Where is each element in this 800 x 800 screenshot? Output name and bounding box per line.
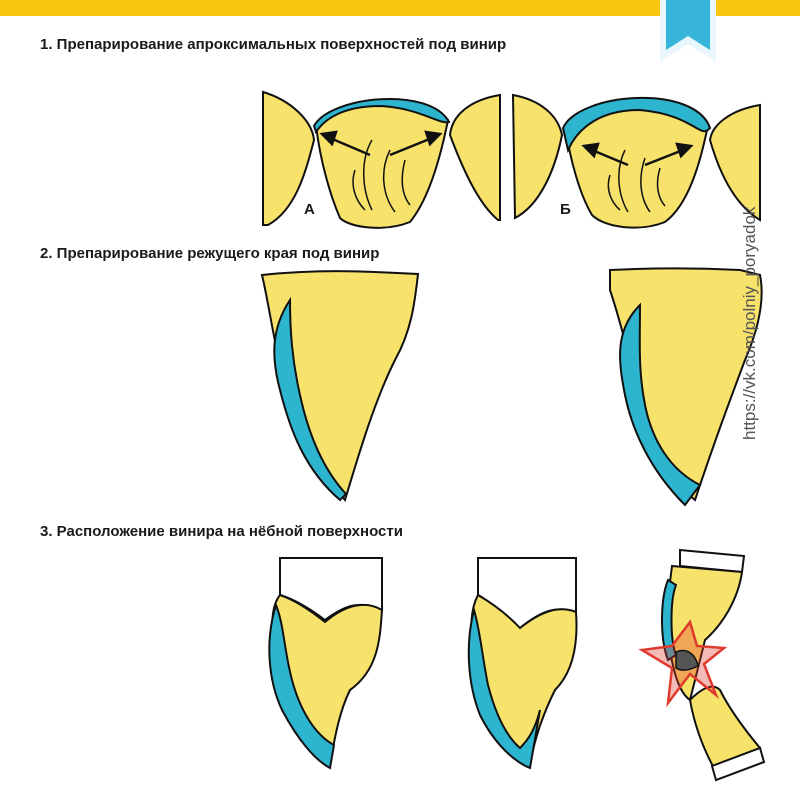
source-watermark: https://vk.com/polniy_poryadok xyxy=(740,207,760,440)
palatal-veneer-1 xyxy=(269,558,382,768)
incisal-prep-right xyxy=(610,269,762,506)
proximal-prep-figure-a xyxy=(263,92,500,228)
palatal-veneer-2 xyxy=(469,558,577,768)
proximal-prep-figure-b xyxy=(513,95,760,228)
incisal-prep-left xyxy=(262,271,418,500)
label-b: Б xyxy=(560,201,571,218)
label-a: А xyxy=(304,201,315,218)
